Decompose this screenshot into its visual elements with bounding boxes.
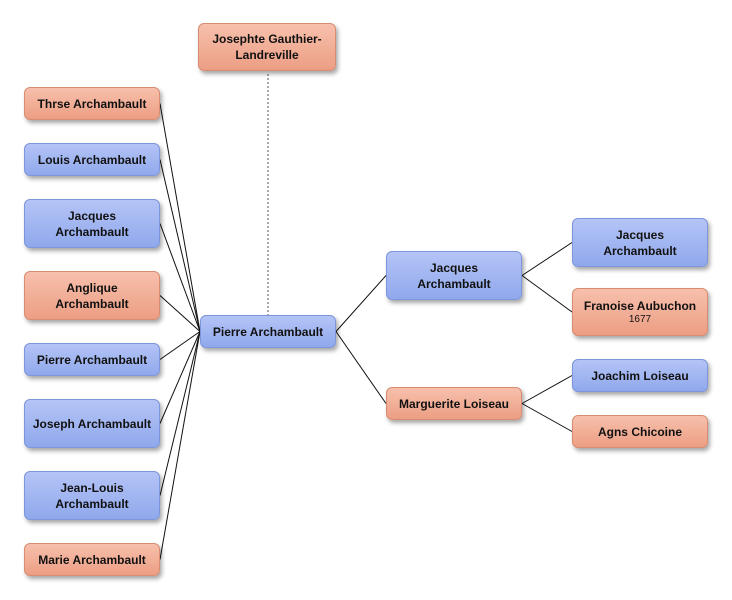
grandparent-node[interactable]: Franoise Aubuchon 1677: [572, 288, 708, 336]
child-name: Marie Archambault: [38, 552, 146, 567]
grandparent-link-line: [521, 403, 573, 432]
grandparent-link-line: [521, 275, 573, 313]
child-node[interactable]: Jean-Louis Archambault: [24, 471, 160, 520]
child-node[interactable]: Marie Archambault: [24, 543, 160, 576]
parent-link-line: [335, 331, 387, 404]
child-node[interactable]: Louis Archambault: [24, 143, 160, 176]
child-link-line: [159, 331, 201, 424]
grandparent-link-line: [521, 242, 573, 276]
child-link-line: [159, 103, 201, 332]
child-name: Jean-Louis Archambault: [55, 480, 129, 511]
grandparent-name: Jacques Archambault: [603, 227, 677, 258]
parent-node-father[interactable]: Jacques Archambault: [386, 251, 522, 300]
parent-link-line: [335, 275, 387, 332]
center-person-node[interactable]: Pierre Archambault: [200, 315, 336, 348]
child-node[interactable]: Anglique Archambault: [24, 271, 160, 320]
child-node[interactable]: Pierre Archambault: [24, 343, 160, 376]
parent-name: Jacques Archambault: [417, 260, 491, 291]
child-link-line: [159, 159, 201, 332]
grandparent-name: Franoise Aubuchon: [583, 299, 697, 313]
grandparent-date: 1677: [628, 314, 652, 325]
parent-name: Marguerite Loiseau: [398, 396, 510, 411]
child-name: Jacques Archambault: [55, 208, 129, 239]
grandparent-node[interactable]: Agns Chicoine: [572, 415, 708, 448]
grandparent-name: Agns Chicoine: [597, 424, 682, 439]
child-name: Pierre Archambault: [36, 352, 148, 367]
grandparent-link-line: [521, 375, 573, 404]
child-node[interactable]: Thrse Archambault: [24, 87, 160, 120]
child-node[interactable]: Jacques Archambault: [24, 199, 160, 248]
grandparent-name: Joachim Loiseau: [591, 368, 689, 383]
child-link-line: [159, 331, 201, 360]
child-link-line: [159, 295, 201, 332]
child-name: Joseph Archambault: [32, 416, 152, 431]
child-name: Anglique Archambault: [55, 280, 129, 311]
grandparent-node[interactable]: Jacques Archambault: [572, 218, 708, 267]
spouse-name: Josephte Gauthier-Landreville: [212, 32, 322, 62]
child-name: Thrse Archambault: [37, 96, 147, 111]
grandparent-node[interactable]: Joachim Loiseau: [572, 359, 708, 392]
center-person-name: Pierre Archambault: [212, 324, 324, 339]
child-link-line: [159, 331, 201, 560]
child-link-line: [159, 331, 201, 496]
parent-node-mother[interactable]: Marguerite Loiseau: [386, 387, 522, 420]
child-node[interactable]: Joseph Archambault: [24, 399, 160, 448]
child-link-line: [159, 223, 201, 332]
spouse-node[interactable]: Josephte Gauthier-Landreville: [198, 23, 336, 71]
child-name: Louis Archambault: [37, 152, 147, 167]
